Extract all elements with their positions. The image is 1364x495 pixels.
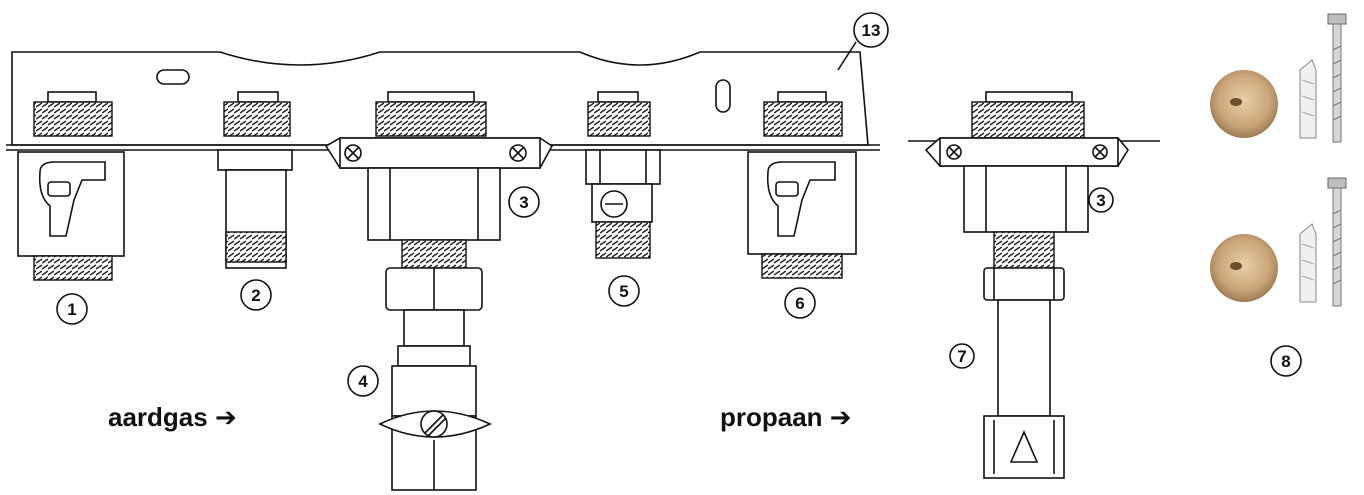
callout-label: 5	[619, 282, 628, 301]
valve-handle-icon	[766, 161, 836, 237]
wall-plug	[1299, 223, 1317, 303]
propane-assembly	[908, 91, 1160, 479]
caption-natural-gas: aardgas ➔	[108, 402, 237, 432]
gas-valve-6	[747, 91, 857, 279]
valve-handle-icon	[38, 161, 106, 237]
callout-label: 2	[251, 286, 260, 305]
callout-3-propane: 3	[1088, 187, 1114, 213]
callout-13: 13	[853, 12, 889, 48]
screw-icon	[344, 144, 362, 162]
wood-screw	[1327, 177, 1347, 307]
callout-1: 1	[56, 293, 88, 325]
callout-label: 8	[1281, 352, 1290, 371]
screw-icon	[1092, 144, 1108, 160]
callout-6: 6	[784, 287, 816, 319]
callout-label: 4	[358, 372, 368, 391]
caption-propane: propaan ➔	[720, 402, 852, 432]
callout-2: 2	[240, 279, 272, 311]
callout-label: 3	[1096, 191, 1105, 210]
wall-washer	[1210, 234, 1278, 302]
callout-8: 8	[1270, 345, 1302, 377]
wall-washer	[1210, 70, 1278, 138]
screw-icon	[509, 144, 527, 162]
fitting-2	[217, 91, 293, 269]
callout-label: 6	[795, 294, 804, 313]
gas-valve-4	[378, 410, 492, 491]
callout-label: 13	[862, 21, 881, 40]
rail-slot-vertical	[715, 79, 731, 113]
callout-label: 1	[67, 300, 76, 319]
callout-3: 3	[508, 186, 540, 218]
callout-5: 5	[608, 275, 640, 307]
gas-block-3	[324, 91, 554, 417]
triangle-marker-icon	[1009, 429, 1039, 463]
fitting-5	[585, 91, 661, 259]
callout-7: 7	[949, 343, 975, 369]
rail-slot-horizontal	[156, 69, 190, 85]
gas-valve-1	[17, 91, 125, 281]
callout-label: 7	[957, 347, 966, 366]
fixing-kit	[1210, 13, 1347, 307]
wood-screw	[1327, 13, 1347, 143]
callout-4: 4	[347, 365, 379, 397]
wall-plug	[1299, 59, 1317, 139]
callout-label: 3	[519, 193, 528, 212]
screw-icon	[946, 144, 962, 160]
